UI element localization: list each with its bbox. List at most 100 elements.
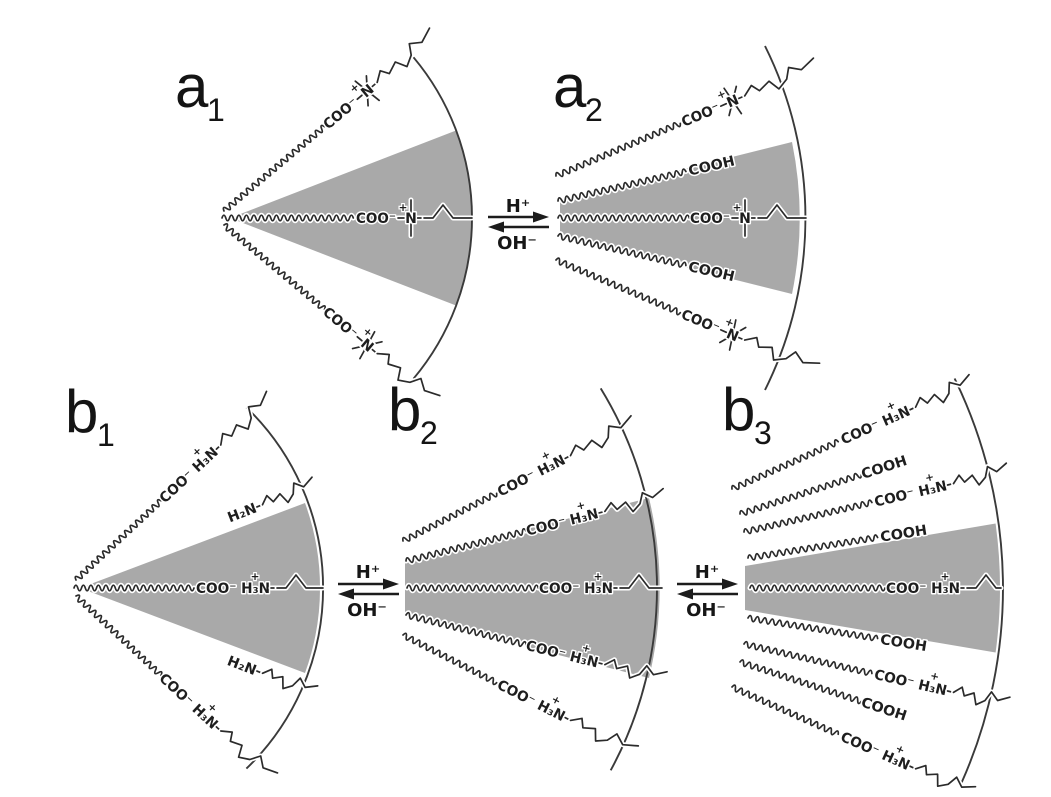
- micelle-boundary-arc: [953, 378, 1004, 783]
- wavy-chain-segment: [555, 121, 682, 178]
- chain-label: COOH: [859, 695, 909, 725]
- collapsed-core-wedge: [80, 503, 321, 673]
- polymer-chain: COO⁻ H₃N+: [71, 570, 326, 598]
- alkyl-tail: [261, 476, 313, 506]
- methyl-line: [728, 85, 738, 117]
- charge-label: +: [575, 499, 586, 513]
- chain-label: COO⁻: [320, 95, 361, 133]
- polymer-chain: COO⁻N+: [219, 197, 475, 239]
- wavy-chain-segment: [731, 439, 840, 491]
- reverse-arrowhead: [338, 588, 354, 600]
- wavy-chain-segment: [73, 584, 195, 592]
- chain-label: COO⁻: [356, 211, 396, 227]
- equilibrium-arrows-2: H⁺ OH⁻: [338, 562, 399, 621]
- nitrogen-label: N: [724, 326, 741, 345]
- bond-dash: [719, 329, 728, 334]
- panel-b2: COO⁻ H₃N+COO⁻ H₃N+COO⁻ H₃N+COO⁻ H₃N+COO⁻…: [388, 376, 670, 771]
- chain-label: COO⁻: [319, 304, 360, 342]
- wavy-chain-segment-halo: [729, 437, 841, 492]
- alkyl-tail: [914, 373, 970, 409]
- alkyl-tail: [604, 658, 668, 679]
- wavy-chain-segment: [743, 499, 873, 535]
- wavy-chain-segment: [406, 584, 540, 592]
- chain-label: COO⁻: [679, 307, 722, 337]
- forward-arrowhead: [722, 578, 738, 590]
- alkyl-tail: [276, 574, 324, 589]
- panel-label-base: b: [65, 378, 98, 445]
- wavy-chain-segment: [75, 594, 163, 677]
- chain-label: COOH: [859, 453, 909, 483]
- chain-label: COO⁻ H₃N: [873, 478, 949, 510]
- panel-label-base: b: [722, 376, 755, 443]
- alkyl-tail: [743, 336, 821, 365]
- chain-label: COO⁻ H₃N: [495, 452, 568, 500]
- chain-label: COO⁻ H₃N: [839, 404, 913, 449]
- panel-label-base: a: [553, 53, 587, 120]
- wavy-chain-segment: [749, 584, 886, 592]
- chain-label: H₂N: [225, 653, 259, 679]
- alkyl-tail: [569, 717, 640, 747]
- wavy-chain-segment: [557, 232, 687, 268]
- charge-label: +: [924, 471, 935, 485]
- forward-arrowhead: [383, 578, 399, 590]
- proton-label: H⁺: [506, 196, 531, 217]
- bond-dash: [719, 102, 728, 107]
- alkyl-tail: [966, 574, 1002, 589]
- equilibrium-arrows-3: H⁺ OH⁻: [677, 562, 738, 621]
- panel-label-subscript: 2: [585, 92, 603, 128]
- alkyl-tail-halo: [568, 413, 634, 459]
- methyl-line: [351, 340, 383, 350]
- alkyl-tail: [619, 574, 663, 589]
- charge-label: +: [733, 202, 742, 214]
- bond-dash: [356, 94, 363, 101]
- alkyl-tail: [569, 414, 632, 457]
- alkyl-tail-halo: [218, 388, 269, 448]
- forward-arrowhead: [533, 211, 549, 223]
- proton-label: H⁺: [695, 562, 720, 583]
- chain-label: COO⁻ H₃N: [196, 581, 270, 597]
- wavy-chain-segment: [402, 492, 498, 542]
- alkyl-tail: [604, 487, 664, 513]
- panel-label-base: b: [388, 376, 421, 443]
- charge-label: +: [594, 571, 603, 583]
- hydroxide-label: OH⁻: [686, 600, 726, 621]
- alkyl-tail: [219, 730, 279, 774]
- alkyl-tail-halo: [951, 460, 1009, 488]
- wavy-chain-segment: [74, 498, 162, 581]
- charge-label: +: [581, 642, 592, 656]
- charge-label: +: [941, 571, 950, 583]
- alkyl-tail: [914, 764, 977, 788]
- panel-label-subscript: 3: [754, 415, 772, 451]
- chain-label: COO⁻ H₃N: [157, 444, 222, 506]
- wavy-chain-segment: [557, 214, 691, 222]
- polymer-chain: COO⁻N+: [555, 197, 809, 239]
- hydroxide-label: OH⁻: [347, 600, 387, 621]
- alkyl-tail-halo: [374, 25, 432, 85]
- nitrogen-label: N: [739, 211, 751, 227]
- micelle-boundary-arc: [599, 387, 658, 771]
- proton-label: H⁺: [356, 562, 381, 583]
- wavy-chain-segment: [747, 614, 879, 642]
- wavy-chain-segment: [747, 534, 879, 561]
- panel-label-subscript: 1: [97, 417, 115, 453]
- wavy-chain-segment: [731, 684, 840, 736]
- polymer-chain: COO⁻ H₃N+: [747, 570, 1004, 598]
- chain-label: COO⁻: [679, 100, 722, 130]
- wavy-chain-segment: [743, 640, 873, 676]
- nitrogen-label: N: [405, 211, 417, 227]
- hydroxide-label: OH⁻: [497, 233, 537, 254]
- wavy-chain-segment: [221, 214, 355, 222]
- methyl-line: [718, 326, 747, 344]
- panel-label-subscript: 1: [207, 92, 225, 128]
- wavy-chain-segment: [405, 611, 527, 648]
- wavy-chain-segment: [739, 472, 863, 516]
- polymer-chain: COO⁻ H₃N+: [404, 570, 665, 598]
- equilibrium-arrows-1: H⁺ OH⁻: [488, 196, 549, 254]
- wavy-chain-segment: [402, 632, 498, 686]
- charge-label: +: [929, 670, 940, 684]
- panel-label-subscript: 2: [420, 415, 438, 451]
- alkyl-tail: [952, 686, 1011, 706]
